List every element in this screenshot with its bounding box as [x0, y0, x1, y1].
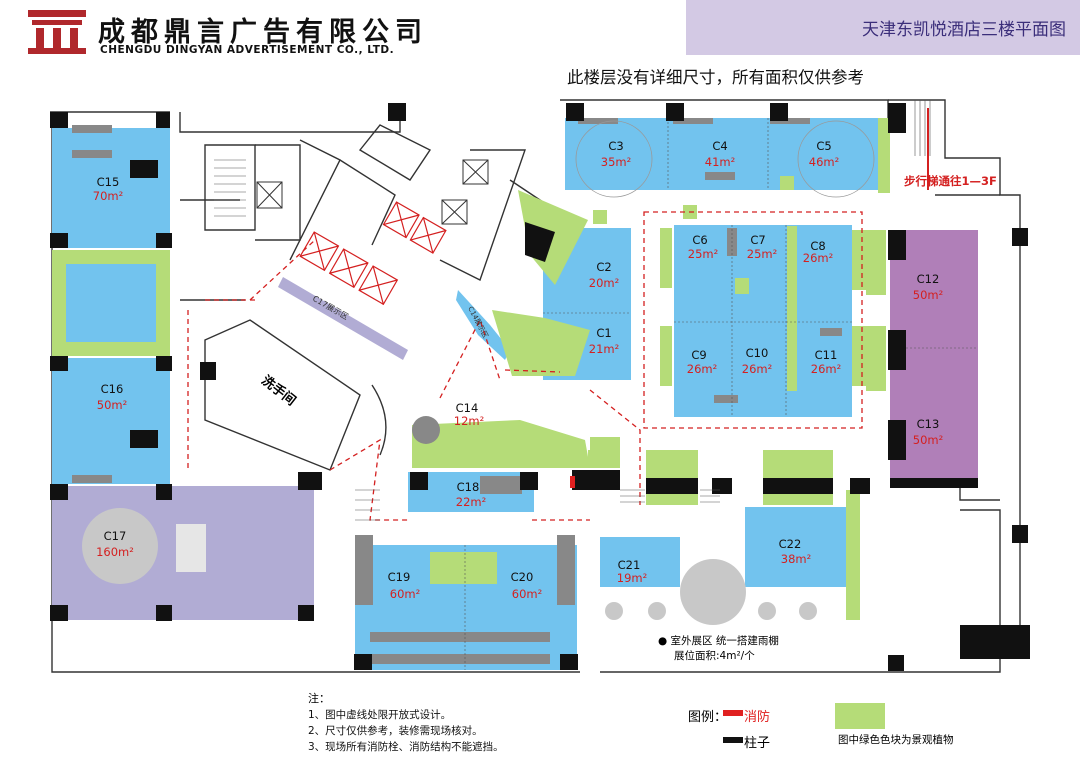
booth-label-c4: C4: [712, 139, 727, 153]
booth-label-c7: C7: [750, 233, 765, 247]
booth-circles: [575, 120, 875, 198]
booth-label-c20: C20: [511, 570, 534, 584]
legend-fire-swatch: [723, 710, 743, 716]
legend-title: 图例：: [688, 710, 728, 725]
legend-green-swatch: [835, 703, 885, 729]
note-2: 2、尺寸仅供参考，装修需现场核对。: [308, 725, 483, 737]
company-name-cn: 成都鼎言广告有限公司: [98, 17, 428, 48]
booth-c15[interactable]: [52, 128, 170, 248]
fire-hydrant: [570, 476, 575, 488]
booth-label-c16: C16: [101, 382, 124, 396]
booth-area-c19: 60m²: [390, 587, 420, 601]
booth-area-c16: 50m²: [97, 398, 127, 412]
open-design-lines: [187, 211, 863, 521]
outdoor-booth-size: 展位面积:4m²/个: [674, 650, 755, 662]
booth-label-c21: C21: [618, 558, 641, 572]
booth-area-c11: 26m²: [811, 362, 841, 376]
stairs-label: 步行梯通往1—3F: [904, 174, 997, 188]
fixtures-gray: [72, 118, 842, 664]
booth-label-c5: C5: [816, 139, 831, 153]
walls: [50, 99, 1021, 673]
booth-area-c12: 50m²: [913, 288, 943, 302]
notes-title: 注：: [308, 692, 330, 705]
booth-c16[interactable]: [52, 358, 170, 484]
pillars: [50, 103, 1030, 671]
booth-area-c18: 22m²: [456, 495, 486, 509]
booth-label-c12: C12: [917, 272, 940, 286]
booth-label-c6: C6: [692, 233, 707, 247]
company-name-en: CHENGDU DINGYAN ADVERTISEMENT CO., LTD.: [100, 44, 395, 56]
booth-area-c14: 12m²: [454, 414, 484, 428]
display-cases: [299, 201, 447, 306]
c17-pedestal: [176, 524, 206, 572]
page-title: 天津东凯悦酒店三楼平面图: [862, 20, 1066, 40]
booth-label-c1: C1: [596, 326, 611, 340]
booth-label-c14: C14: [456, 401, 479, 415]
booth-label-c15: C15: [97, 175, 120, 189]
booth-label-c17: C17: [104, 529, 127, 543]
booth-label-c13: C13: [917, 417, 940, 431]
booth-area-c10: 26m²: [742, 362, 772, 376]
booth-c21[interactable]: [600, 537, 680, 587]
c17-display-strip: [278, 277, 408, 360]
booth-c14-display[interactable]: [456, 290, 510, 360]
booth-area-c20: 60m²: [512, 587, 542, 601]
stairs: [214, 100, 931, 521]
size-notice: 此楼层没有详细尺寸，所有面积仅供参考: [567, 68, 864, 87]
legend-fire-label: 消防: [744, 710, 771, 725]
booth-dividers: [464, 118, 978, 670]
booth-area-c9: 26m²: [687, 362, 717, 376]
booth-label-c10: C10: [746, 346, 769, 360]
booth-label-c8: C8: [810, 239, 825, 253]
booth-area-c22: 38m²: [781, 552, 811, 566]
booth-c22[interactable]: [745, 507, 847, 587]
outdoor-area-label: ● 室外展区 统一搭建雨棚: [658, 635, 779, 647]
note-3: 3、现场所有消防栓、消防结构不能遮挡。: [308, 741, 504, 753]
booth-label-c3: C3: [608, 139, 623, 153]
corridor-blue: [52, 250, 170, 356]
booth-label-c2: C2: [596, 260, 611, 274]
landscape-plants-small: [590, 437, 620, 467]
booth-area-c13: 50m²: [913, 433, 943, 447]
booth-area-c6: 25m²: [688, 247, 718, 261]
legend-green-label: 图中绿色色块为景观植物: [838, 734, 954, 746]
booth-area-c8: 26m²: [803, 251, 833, 265]
booth-area-c5: 46m²: [809, 155, 839, 169]
booth-area-c1: 21m²: [589, 342, 619, 356]
booth-label-c9: C9: [691, 348, 706, 362]
booth-label-c22: C22: [779, 537, 802, 551]
booth-label-c19: C19: [388, 570, 411, 584]
booth-area-c17: 160m²: [96, 545, 134, 559]
legend-pillar-label: 柱子: [744, 736, 771, 751]
booth-c6-c11[interactable]: [674, 225, 852, 417]
booth-area-c7: 25m²: [747, 247, 777, 261]
booth-area-c2: 20m²: [589, 276, 619, 290]
title-banner: [686, 0, 1080, 55]
legend-pillar-swatch: [723, 737, 743, 743]
booth-area-c3: 35m²: [601, 155, 631, 169]
booth-area-c15: 70m²: [93, 189, 123, 203]
booth-area-c4: 41m²: [705, 155, 735, 169]
booth-label-c11: C11: [815, 348, 838, 362]
booth-labels: C15 70m² C16 50m² C17 160m² C3 35m² C4 4…: [93, 139, 943, 601]
pillar-block: [525, 222, 555, 262]
company-logo: [28, 10, 86, 54]
note-1: 1、图中虚线处限开放式设计。: [308, 709, 452, 721]
outdoor-round-stands: [605, 559, 817, 625]
c17-round-feature: [82, 508, 158, 584]
landscape-plants: [52, 118, 890, 620]
booth-label-c18: C18: [457, 480, 480, 494]
elevator-shafts: [256, 159, 489, 225]
booth-area-c21: 19m²: [617, 571, 647, 585]
